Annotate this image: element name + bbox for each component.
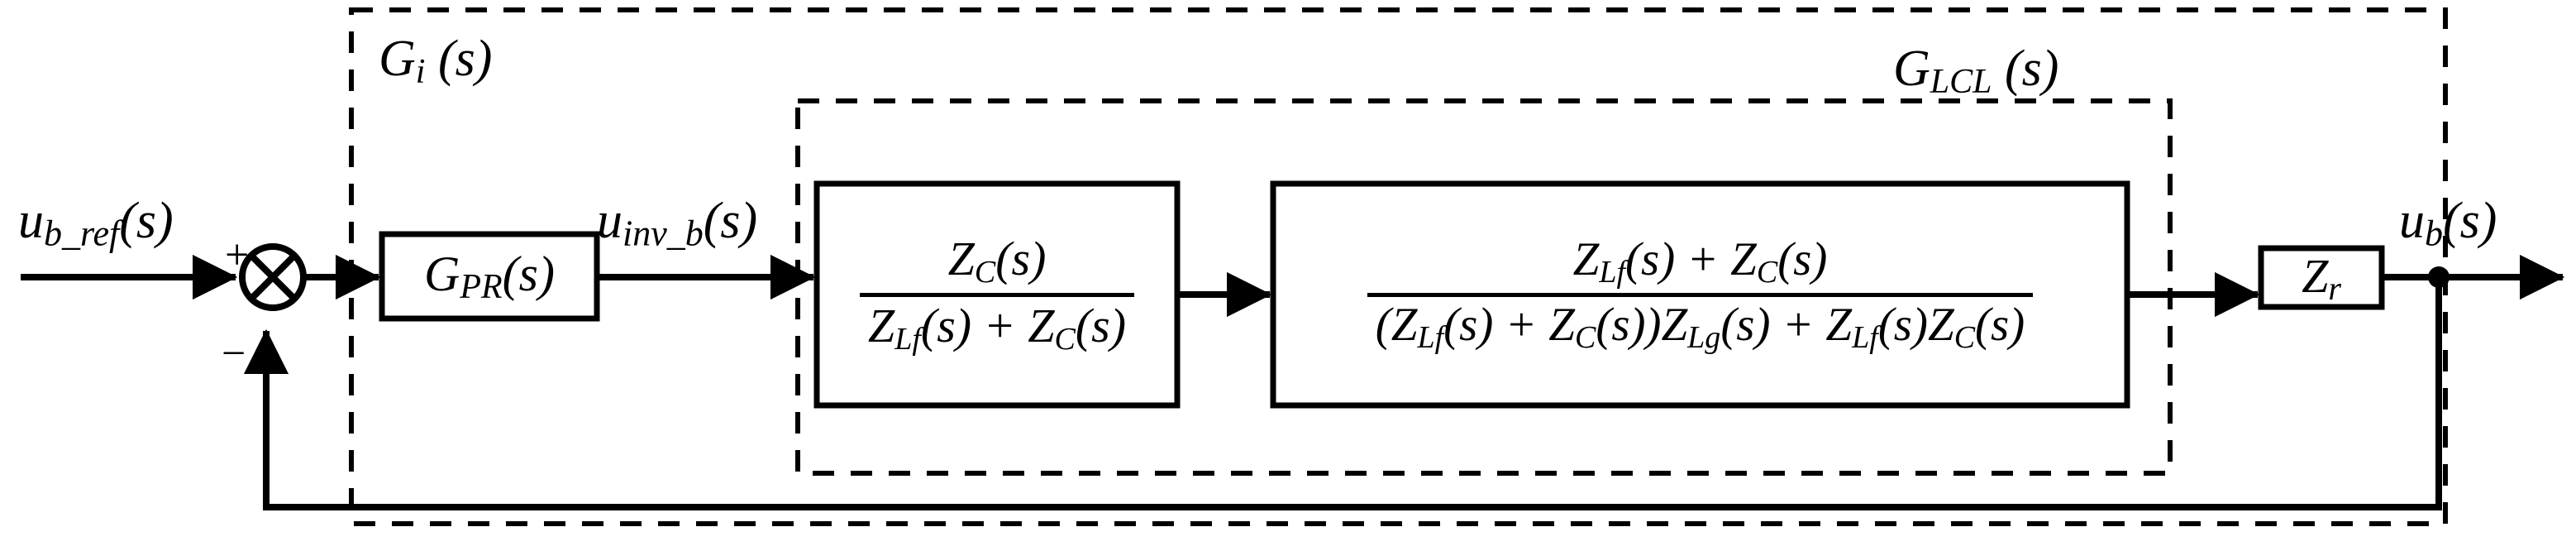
tf1-block-label: ZC(s) ZLf(s) + ZC(s) xyxy=(817,184,1177,405)
wire-feedback-path xyxy=(243,277,2442,510)
signal-label-output: ub(s) xyxy=(2399,193,2497,254)
impedance-block-rect xyxy=(2258,245,2385,310)
impedance-block-label: Zr xyxy=(2302,248,2341,307)
group-label-gi: Gi (s) xyxy=(379,31,493,92)
tf2-fraction-bar xyxy=(1367,292,2034,297)
tf1-denominator: ZLf(s) + ZC(s) xyxy=(867,298,1127,357)
inner-dashed-group-glcl xyxy=(795,98,2173,476)
tf1-fraction-bar xyxy=(859,292,1135,297)
sum-plus-sign: + xyxy=(225,232,250,279)
tf2-denominator: (ZLf(s) + ZC(s))ZLg(s) + ZLf(s)ZC(s) xyxy=(1375,298,2025,355)
controller-block-rect xyxy=(379,231,600,322)
sum-minus-sign: − xyxy=(222,330,246,377)
controller-block-label: GPR(s) xyxy=(424,246,555,307)
signal-label-input: ub_ref(s) xyxy=(18,193,174,254)
tf1-numerator: ZC(s) xyxy=(947,232,1047,290)
tf2-block-label: ZLf(s) + ZC(s) (ZLf(s) + ZC(s))ZLg(s) + … xyxy=(1273,184,2127,405)
group-label-glcl: GLCL (s) xyxy=(1893,41,2059,102)
tf2-numerator: ZLf(s) + ZC(s) xyxy=(1572,233,1828,290)
signal-label-inverter-output: uinv_b(s) xyxy=(597,193,758,254)
